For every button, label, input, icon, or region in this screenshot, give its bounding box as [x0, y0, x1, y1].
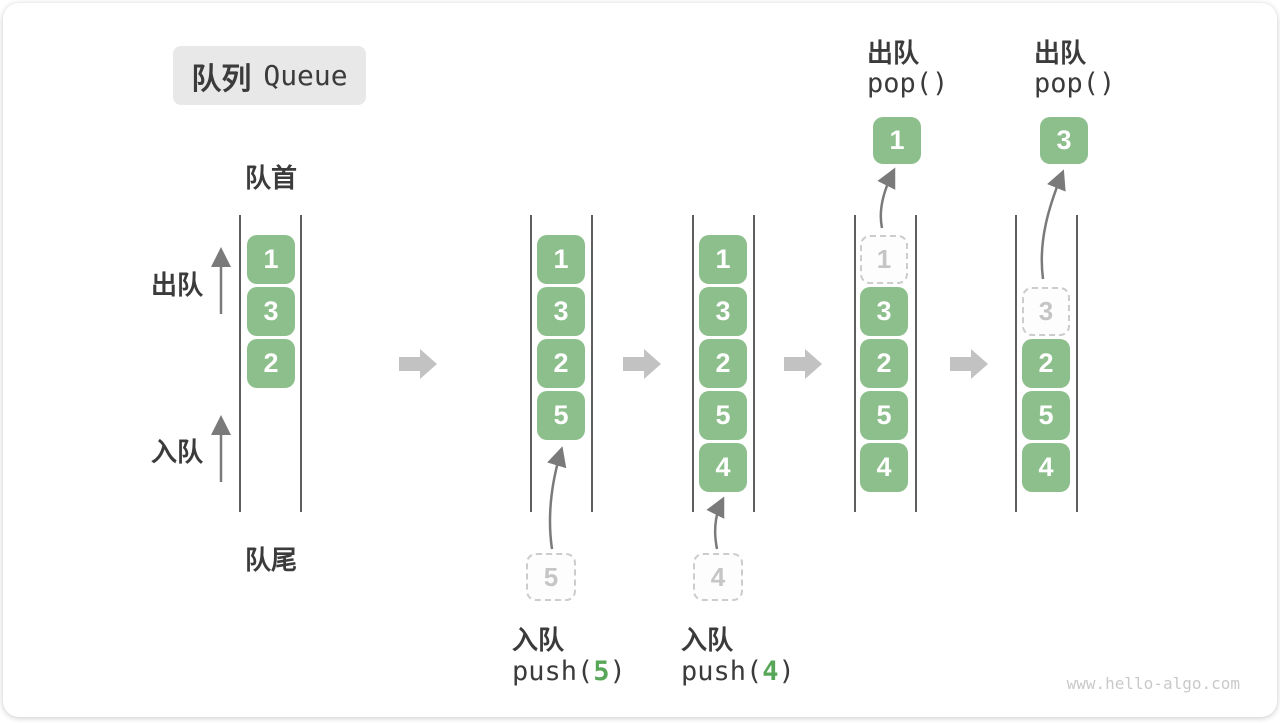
queue-item: 2	[247, 339, 295, 388]
pop-op-label-zh-1: 出队	[867, 38, 920, 68]
queue-item: 1	[699, 235, 747, 284]
queue-item: 4	[860, 443, 908, 492]
diagram-title: 队列 Queue	[173, 46, 366, 105]
queue-item: 2	[860, 339, 908, 388]
right-block-arrow-icon	[784, 349, 822, 379]
queue5-wall-right	[1076, 215, 1078, 512]
queue2-wall-right	[591, 215, 593, 512]
dequeue-side-label: 出队	[151, 270, 204, 300]
queue1-wall-right	[300, 215, 302, 512]
right-block-arrow-icon	[399, 349, 437, 379]
pop-arrow-icon	[1040, 169, 1066, 280]
right-block-arrow-icon	[950, 349, 988, 379]
queue3-wall-right	[753, 215, 755, 512]
arrows-layer	[211, 167, 1066, 550]
push-op-label-code-1: push(5)	[512, 656, 626, 687]
queue-item: 3	[537, 287, 585, 336]
queue-front-label: 队首	[244, 163, 297, 193]
queue2-wall-left	[530, 215, 532, 512]
queue3-wall-left	[692, 215, 694, 512]
queue-item: 1	[247, 235, 295, 284]
queue-item: 3	[699, 287, 747, 336]
pop-op-label-code-2: pop()	[1034, 68, 1116, 99]
queue-item: 2	[1022, 339, 1070, 388]
removed-item: 1	[860, 235, 908, 284]
right-block-arrow-icon	[623, 349, 661, 379]
push-arg-1: 5	[593, 656, 610, 687]
queue-item: 5	[860, 391, 908, 440]
push-op-label-code-2: push(4)	[681, 656, 795, 687]
pop-arrow-icon	[877, 167, 896, 229]
popped-item: 1	[873, 117, 921, 164]
queue-item: 4	[699, 443, 747, 492]
staged-item: 4	[693, 553, 743, 601]
push-arrow-icon	[547, 446, 567, 550]
queue-item: 2	[699, 339, 747, 388]
diagram-canvas: 队列 Queue 队首 队尾 出队 入队 出队 pop() 出队 pop() 入…	[3, 3, 1277, 717]
removed-item: 3	[1022, 287, 1070, 336]
staged-item: 5	[526, 553, 576, 601]
title-chinese: 队列	[191, 62, 252, 96]
enqueue-side-label: 入队	[151, 437, 204, 467]
push-arrow-icon	[706, 496, 725, 550]
queue5-wall-left	[1015, 215, 1017, 512]
queue-item: 5	[537, 391, 585, 440]
pop-op-label-zh-2: 出队	[1034, 38, 1087, 68]
watermark: www.hello-algo.com	[1066, 674, 1240, 693]
pop-op-label-code-1: pop()	[867, 68, 949, 99]
push-op-label-zh-2: 入队	[681, 625, 734, 655]
title-english: Queue	[263, 59, 348, 92]
push-arg-2: 4	[762, 656, 779, 687]
queue4-wall-right	[915, 215, 917, 512]
queue-item: 3	[247, 287, 295, 336]
queue-item: 5	[1022, 391, 1070, 440]
queue1-wall-left	[239, 215, 241, 512]
queue-item: 5	[699, 391, 747, 440]
queue-item: 3	[860, 287, 908, 336]
queue-item: 4	[1022, 443, 1070, 492]
push-op-label-zh-1: 入队	[512, 625, 565, 655]
queue4-wall-left	[854, 215, 856, 512]
queue-item: 2	[537, 339, 585, 388]
queue-rear-label: 队尾	[244, 545, 297, 575]
popped-item: 3	[1040, 117, 1088, 164]
queue-item: 1	[537, 235, 585, 284]
